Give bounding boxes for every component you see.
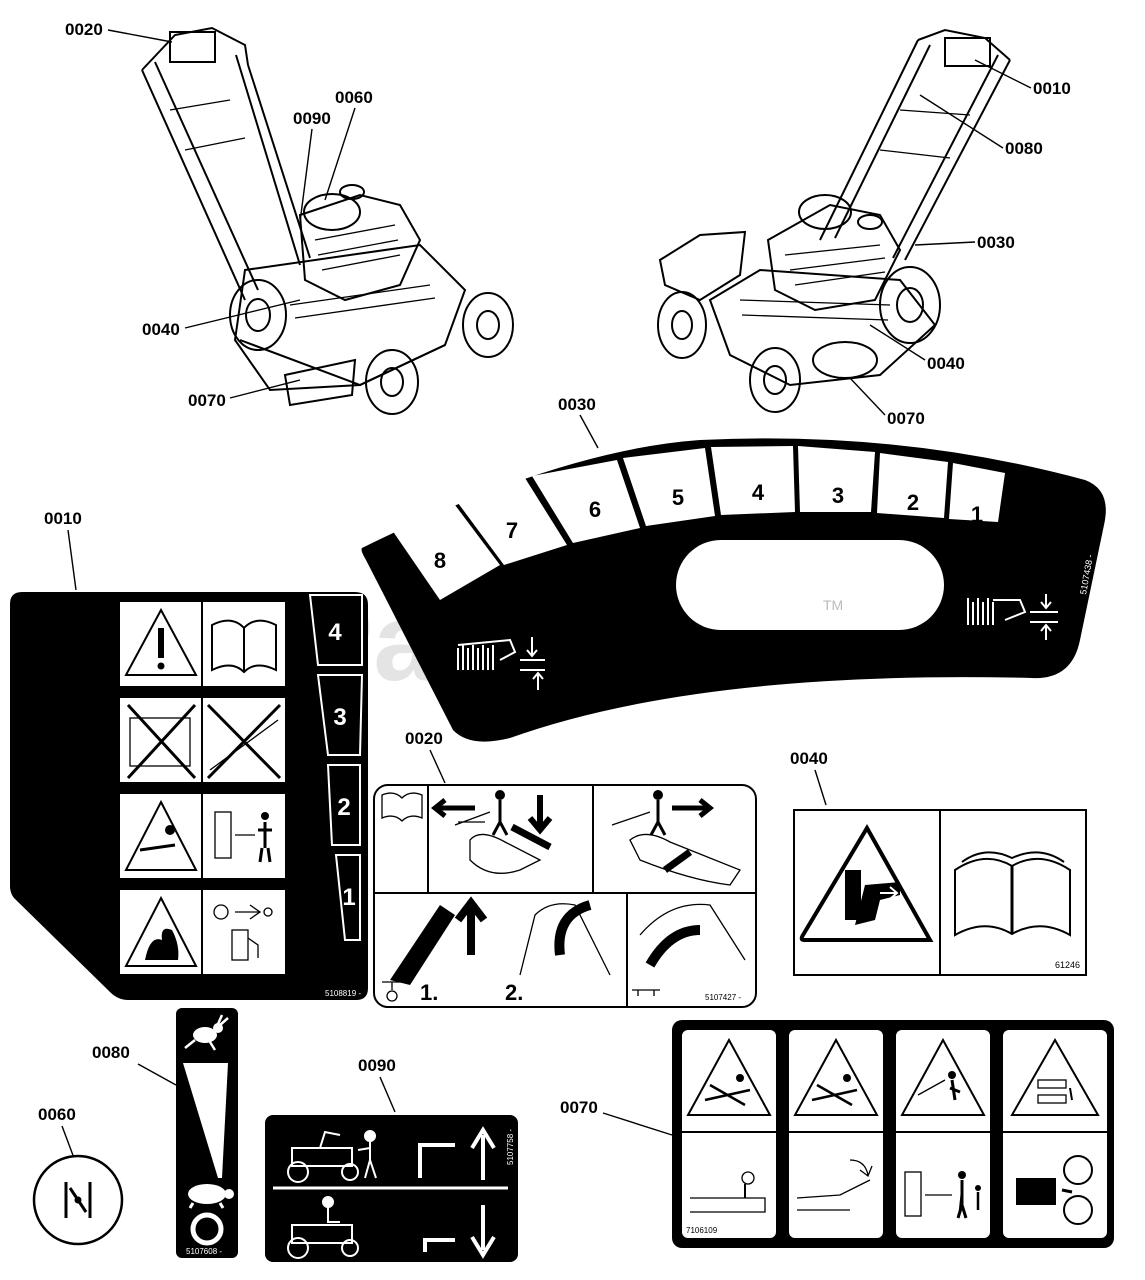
- pull-mower-back-icon: [611, 790, 741, 886]
- part-number-0010: 5108819 -: [325, 989, 361, 998]
- callout-0020-decal: 0020: [405, 729, 443, 748]
- gear-tab-1: 1: [342, 884, 355, 911]
- gear-label-4: 4: [752, 480, 765, 505]
- callout-0080-decal: 0080: [92, 1043, 130, 1062]
- operator-standing-icon: [287, 1130, 377, 1183]
- decal-0040-hand-crush-warning: 61246: [793, 809, 1087, 976]
- no-thrown-objects-warning-icon-2: [793, 1037, 879, 1116]
- manual-book-icon: [381, 792, 423, 822]
- step-2-label: 2.: [505, 980, 523, 1005]
- callout-0030-top-right: 0030: [977, 233, 1015, 252]
- decal-0080-throttle: 5107608 -: [176, 1008, 238, 1258]
- grass-high-icon: [457, 637, 545, 690]
- callout-0040-top-left: 0040: [142, 320, 180, 339]
- gear-label-2: 2: [907, 490, 919, 515]
- decal-0020-handle-instructions: 1. 2. 5107427 -: [373, 784, 757, 1008]
- callout-0040-top-right: 0040: [927, 354, 965, 373]
- push-mower-forward-icon: [430, 790, 553, 874]
- callout-0060-decal: 0060: [38, 1105, 76, 1124]
- fire-warning-icon: [124, 895, 198, 967]
- decal-0060-choke-symbol: [32, 1154, 124, 1246]
- decal-0030-speed-selector: 8 7 6 5 4 3 2 1 TM 5107438 -: [361, 438, 1106, 742]
- part-number-0090: 5107758 -: [506, 1129, 515, 1165]
- callout-0070-top-left: 0070: [188, 391, 226, 410]
- blade-contact-warning-icon: [1010, 1037, 1100, 1116]
- trademark: TM: [823, 597, 843, 613]
- no-riders-icon: [126, 703, 197, 780]
- part-number-0070: 7106109: [686, 1226, 718, 1235]
- gear-label-3: 3: [832, 483, 844, 508]
- gear-tab-3: 3: [333, 704, 346, 731]
- callout-0010-decal: 0010: [44, 509, 82, 528]
- gear-label-6: 6: [589, 497, 601, 522]
- gear-label-5: 5: [672, 485, 684, 510]
- rabbit-fast-icon: [184, 1014, 229, 1051]
- callout-0010-top-right: 0010: [1033, 79, 1071, 98]
- thrown-debris-person-warning-icon: [900, 1037, 986, 1116]
- hand-blade-contact-icon: [1016, 1155, 1093, 1225]
- discharge-chute-closed-icon: [796, 1159, 873, 1211]
- callout-0070-top-right: 0070: [887, 409, 925, 428]
- step-1-label: 1.: [420, 980, 438, 1005]
- fold-handle-down-icon: [639, 903, 746, 968]
- callout-0020-top-left: 0020: [65, 20, 103, 39]
- part-number-0020: 5107427 -: [705, 993, 741, 1002]
- key-fuel-icon: [213, 904, 273, 961]
- stop-circle-icon: [190, 1212, 224, 1246]
- throttle-wedge: [183, 1063, 228, 1178]
- gear-tab-4: 4: [328, 619, 342, 646]
- lever-symbol-icon: [382, 981, 660, 1002]
- callout-0090-decal: 0090: [358, 1056, 396, 1075]
- gear-label-7: 7: [506, 518, 518, 543]
- no-thrown-objects-warning-icon: [686, 1037, 772, 1116]
- keep-bystanders-away-icon: [214, 811, 272, 863]
- part-number-0040: 61246: [1055, 960, 1080, 970]
- part-number-0080: 5107608 -: [186, 1247, 222, 1256]
- hand-crush-warning-icon: [799, 824, 934, 942]
- decal-0010-safety-gear: 4 3 2 1 5108819 -: [10, 592, 368, 1000]
- discharge-chute-open-icon: [690, 1171, 766, 1213]
- grass-low-icon: [967, 594, 1058, 640]
- callout-0040-decal: 0040: [790, 749, 828, 768]
- gear-tab-2: 2: [337, 794, 350, 821]
- callout-0090-top-left: 0090: [293, 109, 331, 128]
- handle-up-arrow-icon: [418, 1126, 496, 1180]
- callout-0030-decal: 0030: [558, 395, 596, 414]
- gear-label-1: 1: [971, 502, 983, 527]
- mower-rear-right-view: [657, 28, 1011, 413]
- gear-label-8: 8: [434, 548, 446, 573]
- manual-book-icon: [954, 851, 1071, 937]
- choke-icon: [64, 1182, 92, 1218]
- callout-0070-decal: 0070: [560, 1098, 598, 1117]
- turtle-slow-icon: [188, 1184, 234, 1209]
- manual-book-icon: [211, 619, 277, 674]
- keep-children-away-icon: [904, 1171, 981, 1219]
- release-lever-icon: [390, 896, 488, 985]
- thrown-objects-warning-icon: [124, 799, 198, 871]
- decal-0090-sulky-position: 5107758 -: [265, 1115, 518, 1262]
- callout-0060-top-left: 0060: [335, 88, 373, 107]
- operator-seated-icon: [287, 1196, 359, 1259]
- fold-handle-up-icon: [519, 900, 611, 976]
- decal-0070-blade-safety: 7106109: [672, 1020, 1114, 1248]
- callout-0080-top-right: 0080: [1005, 139, 1043, 158]
- handle-down-arrow-icon: [423, 1205, 496, 1259]
- warning-triangle-icon: [124, 607, 198, 676]
- mower-front-left-view: [141, 26, 514, 415]
- no-slope-icon: [206, 703, 282, 780]
